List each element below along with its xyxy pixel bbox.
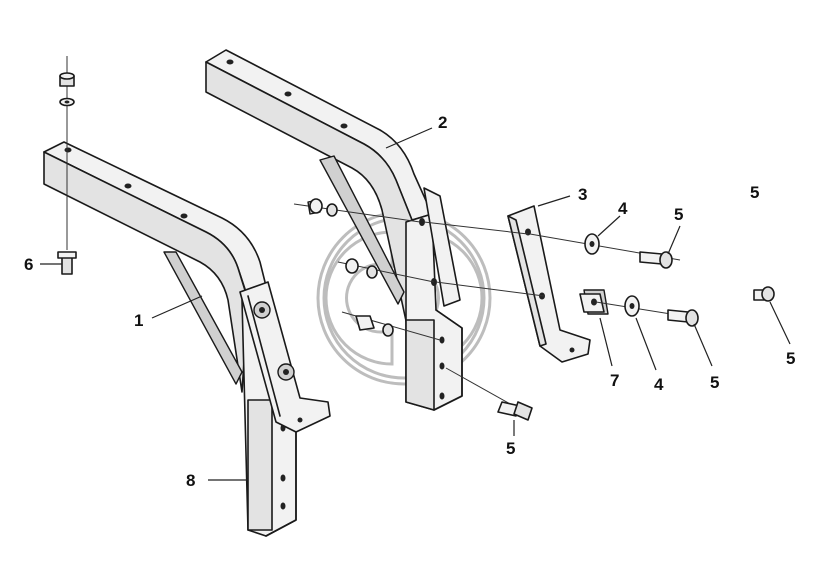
- callout-2: 2: [438, 113, 447, 132]
- callout-7: 7: [610, 371, 619, 390]
- callout-4-upper: 4: [618, 199, 628, 218]
- callout-8: 8: [186, 471, 195, 490]
- callout-4-lower: 4: [654, 375, 664, 394]
- bolt-bottom: [445, 367, 533, 421]
- square-nut-washer-bolt-lower: [579, 289, 699, 327]
- bolt-far-right: [753, 286, 775, 302]
- top-nut-washer-stack: [59, 56, 75, 250]
- rear-bracket-arm: [205, 49, 463, 411]
- loose-nuts-washers: [293, 198, 441, 341]
- left-bracket-arm: [43, 141, 331, 537]
- callout-5-top-right: 5: [750, 183, 759, 202]
- callout-1: 1: [134, 311, 143, 330]
- callout-6: 6: [24, 255, 33, 274]
- callout-labels: 1 2 3 4 5 5 6 7 4 5 5 5 8: [24, 113, 795, 490]
- washer-bolt-upper: [529, 233, 681, 269]
- callout-5-bottom: 5: [506, 439, 515, 458]
- leader-lines: [40, 127, 791, 481]
- bolt-part-6: [57, 251, 77, 275]
- channel-plate-part-3: [423, 205, 591, 363]
- callout-5-right: 5: [786, 349, 795, 368]
- callout-5-upper: 5: [674, 205, 683, 224]
- callout-5-lower: 5: [710, 373, 719, 392]
- callout-3: 3: [578, 185, 587, 204]
